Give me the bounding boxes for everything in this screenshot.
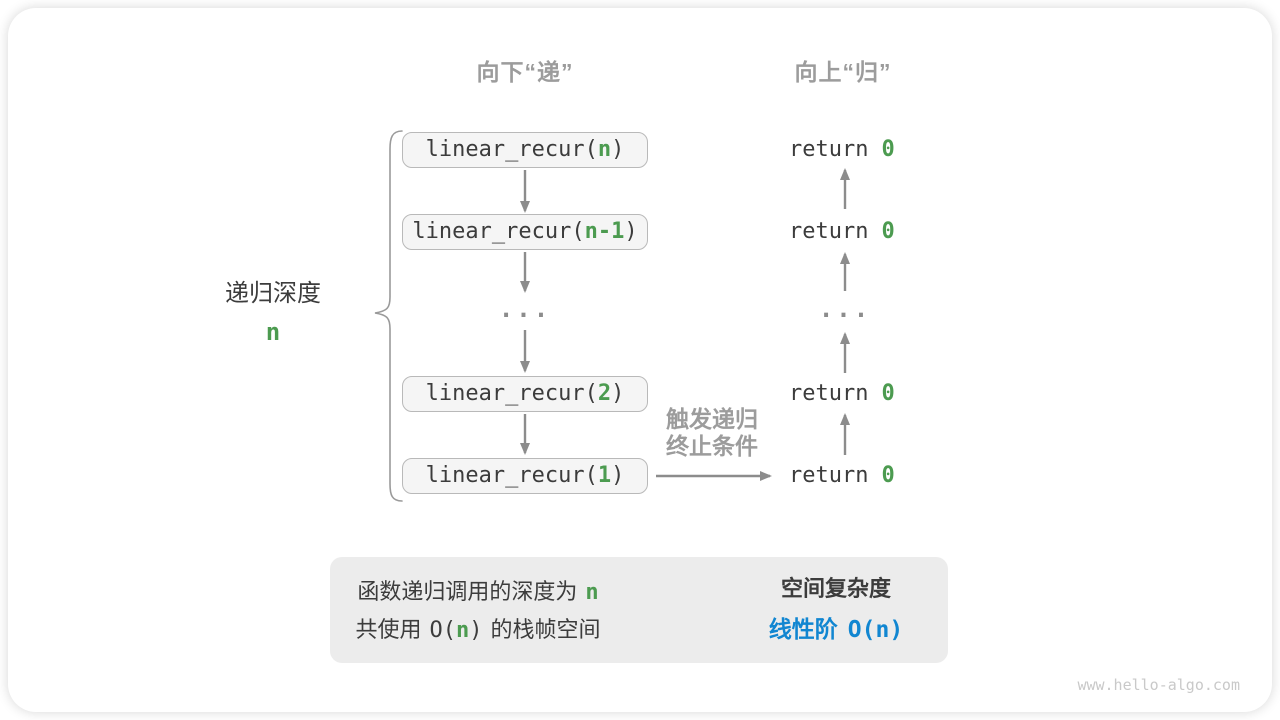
- call-box-suffix: ): [624, 219, 638, 244]
- summary-depth-var: n: [585, 580, 599, 605]
- return-row-2: return 0: [789, 218, 929, 246]
- call-box-suffix: ): [611, 137, 625, 162]
- termination-condition-label: 触发递归 终止条件: [651, 406, 773, 460]
- call-box-prefix: linear_recur(: [425, 463, 598, 488]
- summary-usage-post: 的栈帧空间: [490, 617, 601, 642]
- call-box-1: linear_recur(1): [402, 458, 648, 494]
- return-value: 0: [881, 137, 895, 162]
- call-box-2: linear_recur(2): [402, 376, 648, 412]
- summary-panel: [330, 557, 948, 663]
- return-keyword: return: [789, 381, 869, 406]
- summary-bigo-open: O(: [429, 618, 457, 643]
- termination-line1: 触发递归: [666, 406, 758, 432]
- return-keyword: return: [789, 463, 869, 488]
- watermark: www.hello-algo.com: [1077, 676, 1240, 694]
- call-box-arg: n: [597, 137, 612, 162]
- complexity-bigo: O(n): [847, 617, 904, 643]
- summary-line-1: 函数递归调用的深度为 n: [327, 577, 629, 608]
- return-row-3: return 0: [789, 380, 929, 408]
- return-value: 0: [881, 219, 895, 244]
- return-value: 0: [881, 463, 895, 488]
- summary-line-2: 共使用 O(n) 的栈帧空间: [327, 615, 629, 646]
- summary-usage-pre: 共使用: [355, 617, 422, 642]
- call-box-prefix: linear_recur(: [412, 219, 585, 244]
- complexity-order-label: 线性阶: [768, 616, 838, 642]
- space-complexity-title: 空间复杂度: [780, 576, 891, 601]
- summary-bigo-var: n: [456, 618, 470, 643]
- space-complexity-value: 线性阶 O(n): [736, 614, 936, 645]
- termination-line2: 终止条件: [666, 433, 758, 459]
- call-box-suffix: ): [611, 463, 625, 488]
- call-box-suffix: ): [611, 381, 625, 406]
- call-box-arg: n-1: [584, 219, 625, 244]
- call-box-n-1: linear_recur(n-1): [402, 214, 648, 250]
- return-row-1: return 0: [789, 136, 929, 164]
- recursion-depth-value: n: [265, 318, 281, 346]
- return-keyword: return: [789, 219, 869, 244]
- call-box-prefix: linear_recur(: [425, 381, 598, 406]
- descend-ellipsis: ...: [498, 295, 552, 323]
- header-descend: 向下“递”: [476, 59, 574, 85]
- call-box-arg: 1: [597, 463, 612, 488]
- call-box-n: linear_recur(n): [402, 132, 648, 168]
- call-box-arg: 2: [597, 381, 612, 406]
- return-keyword: return: [789, 137, 869, 162]
- recursion-depth-label: 递归深度: [225, 280, 321, 307]
- summary-depth-text: 函数递归调用的深度为: [357, 579, 578, 604]
- header-ascend: 向上“归”: [794, 59, 892, 85]
- call-box-prefix: linear_recur(: [425, 137, 598, 162]
- return-value: 0: [881, 381, 895, 406]
- return-row-4: return 0: [789, 462, 929, 490]
- summary-bigo-close: ): [469, 618, 483, 643]
- ascend-ellipsis: ...: [818, 295, 872, 323]
